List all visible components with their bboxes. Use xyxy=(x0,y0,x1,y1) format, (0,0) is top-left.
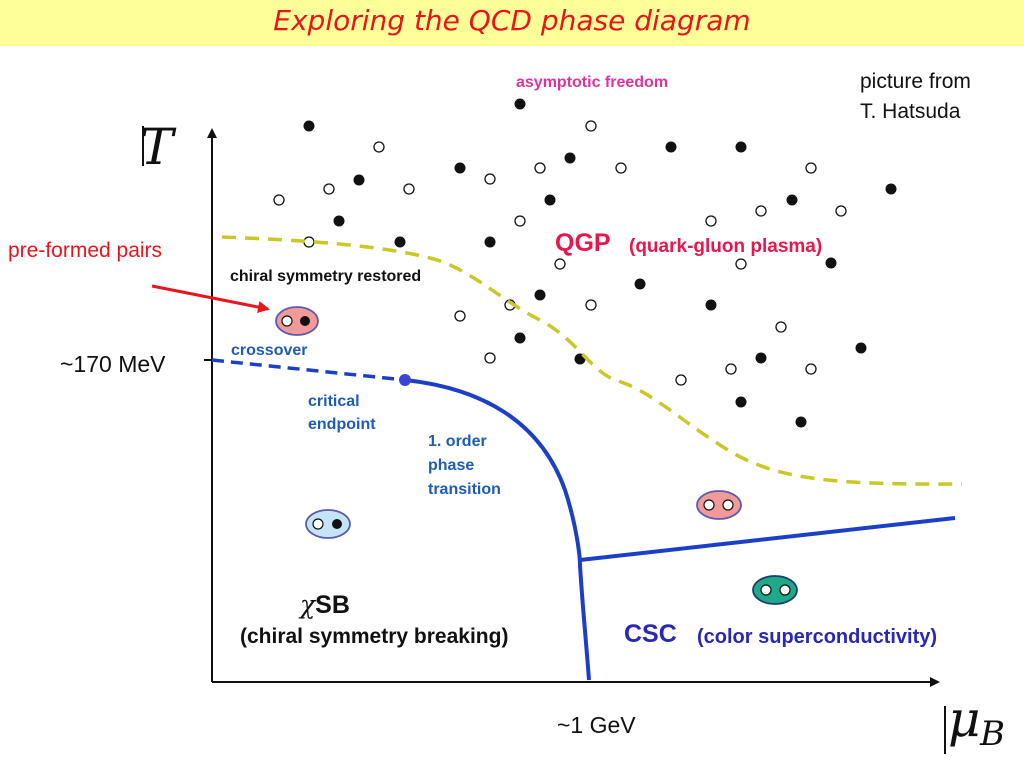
y-tick-label: ~170 MeV xyxy=(60,351,166,377)
mu-symbol: μ xyxy=(948,690,981,748)
csc-boundary-line xyxy=(579,516,956,562)
pre-formed-pair-blob xyxy=(275,306,319,336)
credit-line-1: picture from xyxy=(860,70,971,93)
slide-title: Exploring the QCD phase diagram xyxy=(273,4,751,37)
x-tick-label: ~1 GeV xyxy=(557,712,636,738)
x-axis-symbol-bracket xyxy=(944,706,946,754)
first-order-label-2: phase xyxy=(428,457,475,474)
y-axis-symbol-bracket xyxy=(142,126,144,166)
critical-endpoint xyxy=(399,374,411,386)
csc-label: CSC xyxy=(624,620,677,648)
mu-subscript: B xyxy=(980,714,1005,754)
first-order-line xyxy=(404,378,591,681)
asymptotic-freedom-label: asymptotic freedom xyxy=(516,74,669,91)
qgp-boundary-dashed xyxy=(221,235,963,486)
quark-gluon-dots xyxy=(273,98,897,428)
credit-line-2: T. Hatsuda xyxy=(860,100,961,123)
crossover-line xyxy=(211,358,406,382)
filled-dots xyxy=(303,98,897,428)
qgp-label: QGP xyxy=(555,229,611,257)
chiral-sb-label: χSB xyxy=(300,590,350,620)
csc-description: (color superconductivity) xyxy=(697,626,938,648)
csc-pair-blob xyxy=(752,575,798,605)
meson-pair-blob xyxy=(305,509,351,539)
sb-text: SB xyxy=(315,591,350,619)
chi-symbol: χ xyxy=(300,590,316,619)
title-bar xyxy=(0,0,1024,46)
y-axis-symbol: T xyxy=(140,118,174,176)
pre-formed-pairs-arrow xyxy=(151,284,270,313)
critical-label: critical xyxy=(308,393,360,410)
pre-formed-pairs-label: pre-formed pairs xyxy=(8,239,163,262)
qgp-pair-blob xyxy=(696,490,742,520)
crossover-label: crossover xyxy=(231,342,308,359)
first-order-label-1: 1. order xyxy=(428,433,487,450)
first-order-label-3: transition xyxy=(428,481,501,498)
chiral-symmetry-restored-label: chiral symmetry restored xyxy=(230,268,422,285)
qgp-description: (quark-gluon plasma) xyxy=(629,236,823,257)
open-dots xyxy=(273,120,847,386)
sb-description: (chiral symmetry breaking) xyxy=(240,625,509,648)
endpoint-label: endpoint xyxy=(308,416,376,433)
